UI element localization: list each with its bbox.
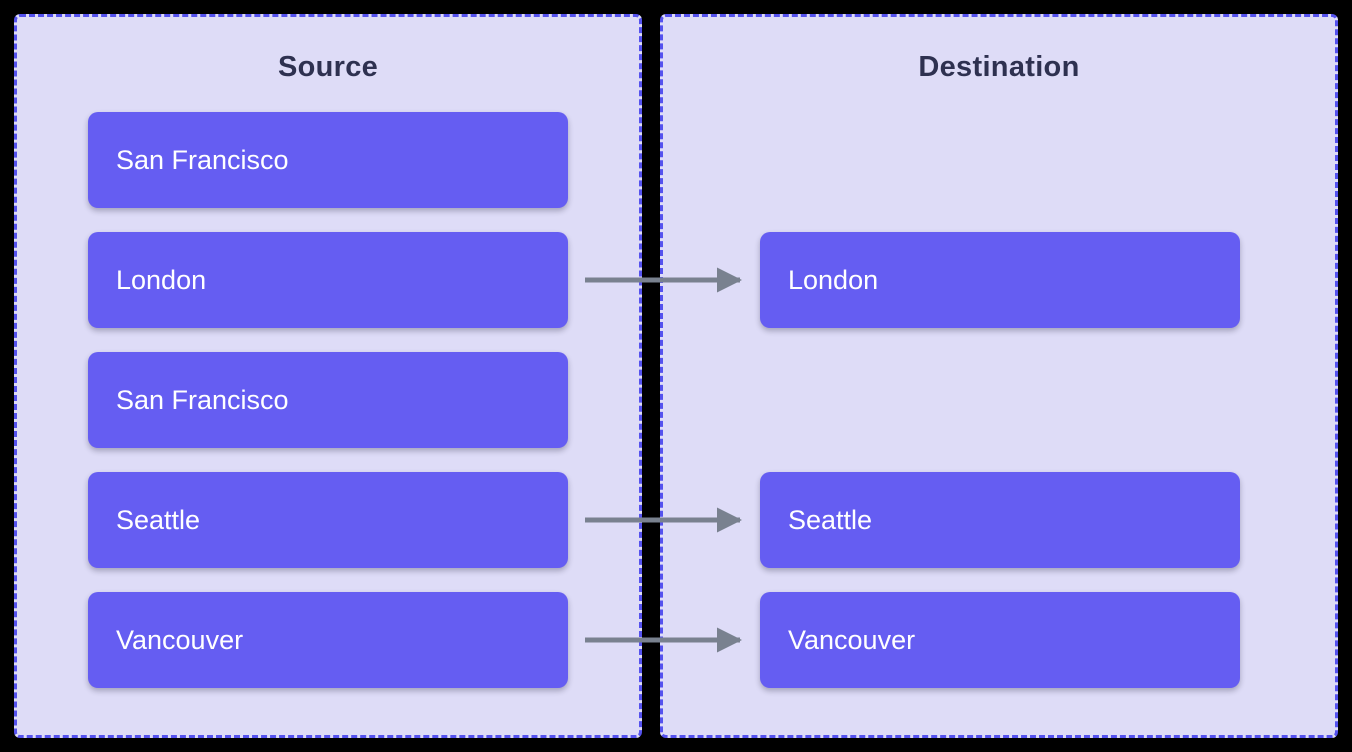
source-card-seattle[interactable]: Seattle [88,472,568,568]
destination-card-london[interactable]: London [760,232,1240,328]
destination-card-vancouver[interactable]: Vancouver [760,592,1240,688]
source-card-san-francisco-1[interactable]: San Francisco [88,112,568,208]
source-card-san-francisco-2[interactable]: San Francisco [88,352,568,448]
source-card-vancouver[interactable]: Vancouver [88,592,568,688]
destination-card-seattle[interactable]: Seattle [760,472,1240,568]
source-panel-title: Source [277,51,379,83]
destination-panel-title: Destination [918,51,1080,83]
source-card-london[interactable]: London [88,232,568,328]
